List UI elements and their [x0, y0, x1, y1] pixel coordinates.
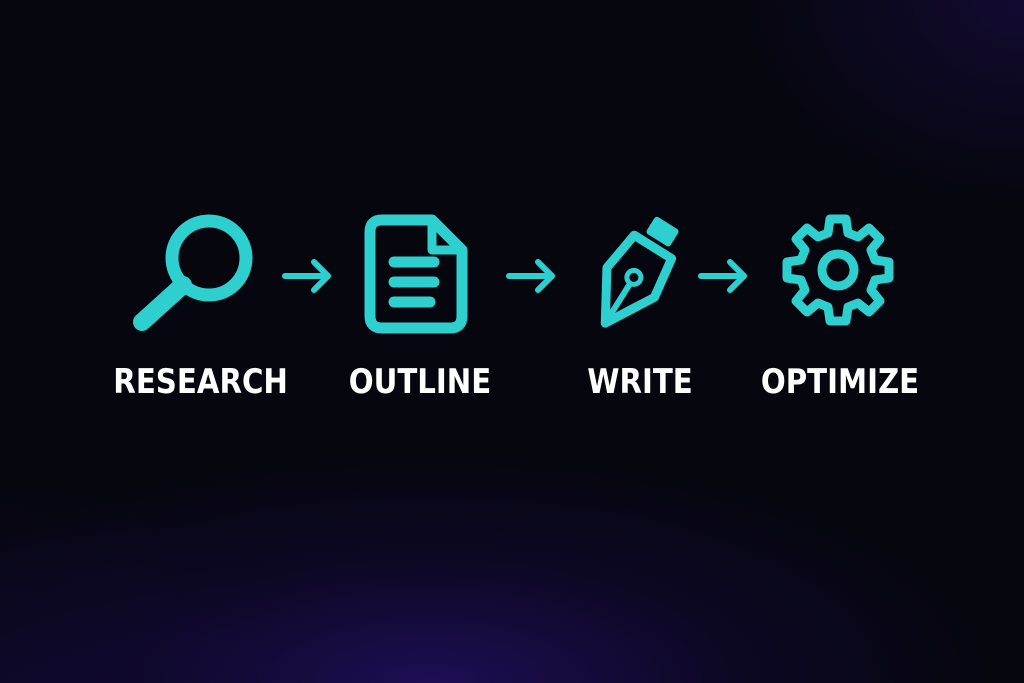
arrow-right-icon — [506, 258, 558, 294]
gear-icon — [780, 212, 896, 328]
step-label-optimize: OPTIMIZE — [760, 362, 920, 402]
step-label-write: WRITE — [587, 362, 693, 402]
arrow-right-icon — [282, 258, 334, 294]
step-label-outline: OUTLINE — [348, 362, 492, 402]
magnifying-glass-icon — [128, 212, 254, 334]
arrow-right-icon — [698, 258, 750, 294]
step-label-research: RESEARCH — [113, 362, 288, 402]
document-icon — [364, 214, 468, 334]
fountain-pen-icon — [590, 212, 682, 336]
